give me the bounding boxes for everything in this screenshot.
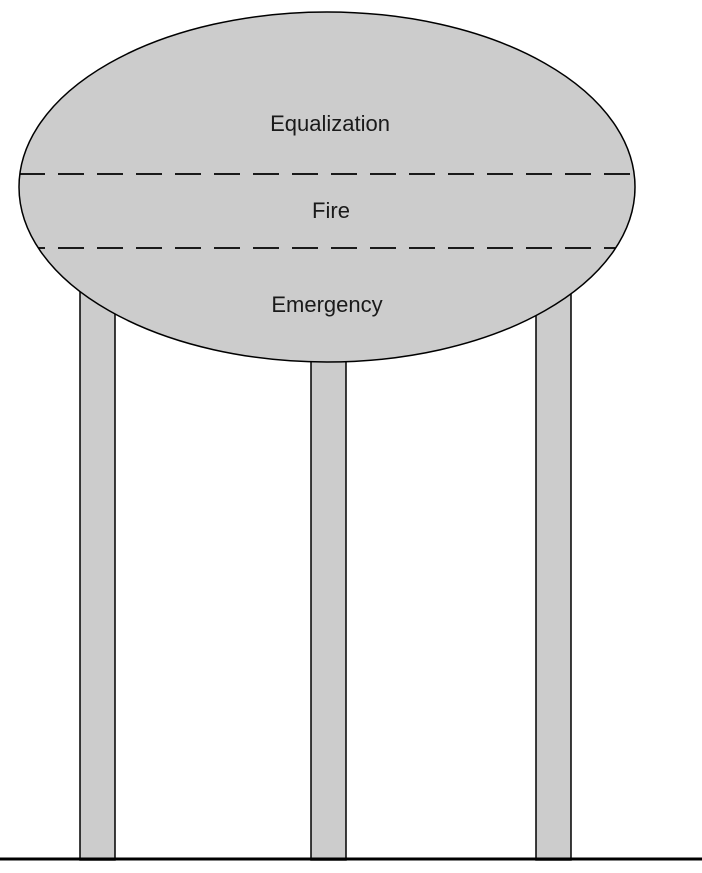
support-leg-left [79,239,116,861]
zone-label-emergency: Emergency [271,292,382,317]
zone-label-equalization: Equalization [270,111,390,136]
zone-label-fire: Fire [312,198,350,223]
support-leg-right [535,239,572,861]
support-leg-center [310,299,347,861]
tank-body [18,11,636,363]
